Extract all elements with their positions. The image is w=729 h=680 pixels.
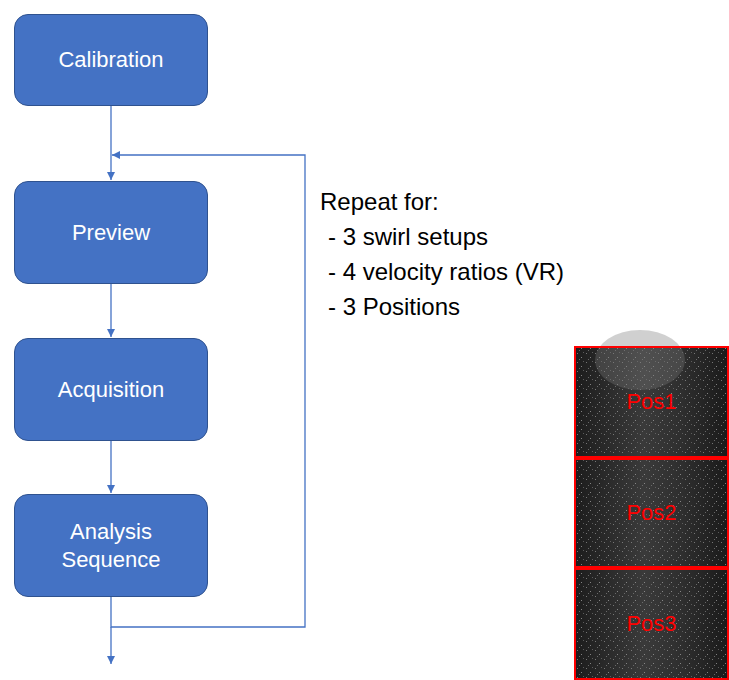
exit-arrow	[110, 627, 111, 664]
text-stack: Pos2	[626, 500, 676, 526]
position-frame: Pos2	[574, 458, 729, 568]
process-box: Analysis Sequence	[14, 494, 208, 597]
piv-particles	[574, 346, 729, 680]
position-frame: Pos3	[574, 568, 729, 680]
process-box: Preview	[14, 181, 208, 284]
flow-arrow	[110, 284, 111, 337]
note-item: - 3 Positions	[320, 289, 564, 324]
jet-core	[595, 330, 685, 390]
node-text: Pos1	[626, 389, 676, 415]
repeat-note: Repeat for:- 3 swirl setups- 4 velocity …	[320, 184, 564, 324]
node-text: Calibration	[58, 46, 163, 74]
flow-arrow	[110, 441, 111, 493]
process-box: Calibration	[14, 14, 208, 106]
node-text: Analysis Sequence	[25, 518, 197, 573]
note-heading: Repeat for:	[320, 184, 564, 219]
text-stack: Pos1	[626, 389, 676, 415]
note-item: - 4 velocity ratios (VR)	[320, 254, 564, 289]
text-stack: Analysis Sequence	[25, 518, 197, 573]
node-text: Acquisition	[58, 376, 164, 404]
flow-arrow	[110, 106, 111, 180]
text-stack: Calibration	[58, 46, 163, 74]
text-stack: Preview	[72, 219, 150, 247]
node-text: Preview	[72, 219, 150, 247]
text-stack: Pos3	[626, 611, 676, 637]
piv-image	[574, 346, 729, 680]
note-item: - 3 swirl setups	[320, 219, 564, 254]
process-box: Acquisition	[14, 338, 208, 441]
position-frame: Pos1	[574, 346, 729, 458]
text-stack: Acquisition	[58, 376, 164, 404]
node-text: Pos2	[626, 500, 676, 526]
node-text: Pos3	[626, 611, 676, 637]
